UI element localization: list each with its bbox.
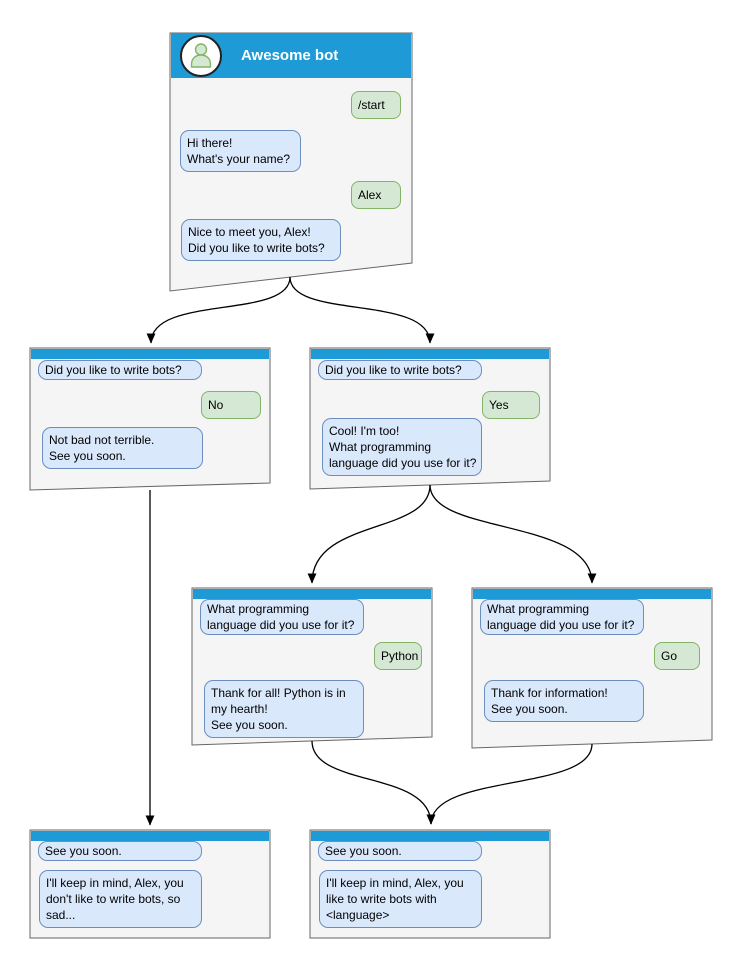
bot-message-echo-question: Did you like to write bots? <box>38 360 202 380</box>
bot-message-echo-language: What programming language did you use fo… <box>200 599 364 635</box>
bot-message-cool: Cool! I'm too! What programming language… <box>322 418 482 476</box>
chat-header-bar <box>193 589 431 599</box>
bot-message-echo-question: Did you like to write bots? <box>318 360 482 380</box>
arrow-python-to-end-language <box>311 740 436 825</box>
chat-window-end-no: See you soon. I'll keep in mind, Alex, y… <box>30 830 270 938</box>
bot-message-not-bad: Not bad not terrible. See you soon. <box>42 427 203 469</box>
chat-header-bar <box>311 349 549 359</box>
chat-window-yes-branch: Did you like to write bots? Yes Cool! I'… <box>310 348 550 490</box>
user-message-name: Alex <box>351 181 401 209</box>
bot-message-thanks-info: Thank for information! See you soon. <box>484 680 644 722</box>
user-message-python: Python <box>374 642 422 670</box>
chat-header-bar <box>31 831 269 841</box>
chat-window-end-language: See you soon. I'll keep in mind, Alex, y… <box>310 830 550 938</box>
arrow-yes-to-python-branch <box>307 484 431 584</box>
bot-message-nice-to-meet: Nice to meet you, Alex! Did you like to … <box>181 219 341 261</box>
bot-name-label: Awesome bot <box>241 47 339 64</box>
user-message-start: /start <box>351 91 401 119</box>
user-message-yes: Yes <box>482 391 540 419</box>
chat-window-go-branch: What programming language did you use fo… <box>472 588 712 748</box>
chat-window-start: Awesome bot /start Hi there! What's your… <box>170 33 412 291</box>
bot-message-keep-in-mind-language: I'll keep in mind, Alex, you like to wri… <box>319 870 482 928</box>
bot-message-thanks-python: Thank for all! Python is in my hearth! S… <box>204 680 364 738</box>
bot-message-greeting: Hi there! What's your name? <box>180 130 301 172</box>
user-message-no: No <box>201 391 261 419</box>
chat-header-bar <box>311 831 549 841</box>
chat-header-bar <box>473 589 711 599</box>
chat-window-no-branch: Did you like to write bots? No Not bad n… <box>30 348 270 491</box>
arrow-go-to-end-language <box>426 743 593 825</box>
arrow-start-to-yes-branch <box>289 276 435 344</box>
bot-message-see-you-soon: See you soon. <box>38 841 202 861</box>
chat-window-python-branch: What programming language did you use fo… <box>192 588 432 745</box>
bot-message-keep-in-mind-no: I'll keep in mind, Alex, you don't like … <box>39 870 202 928</box>
chat-header: Awesome bot <box>171 33 411 78</box>
arrow-start-to-no-branch <box>146 276 291 344</box>
bot-message-see-you-soon: See you soon. <box>318 841 482 861</box>
chat-header-bar <box>31 349 269 359</box>
bot-avatar-icon <box>180 34 222 77</box>
bot-message-echo-language: What programming language did you use fo… <box>480 599 644 635</box>
arrow-yes-to-go-branch <box>429 484 597 584</box>
user-message-go: Go <box>654 642 700 670</box>
